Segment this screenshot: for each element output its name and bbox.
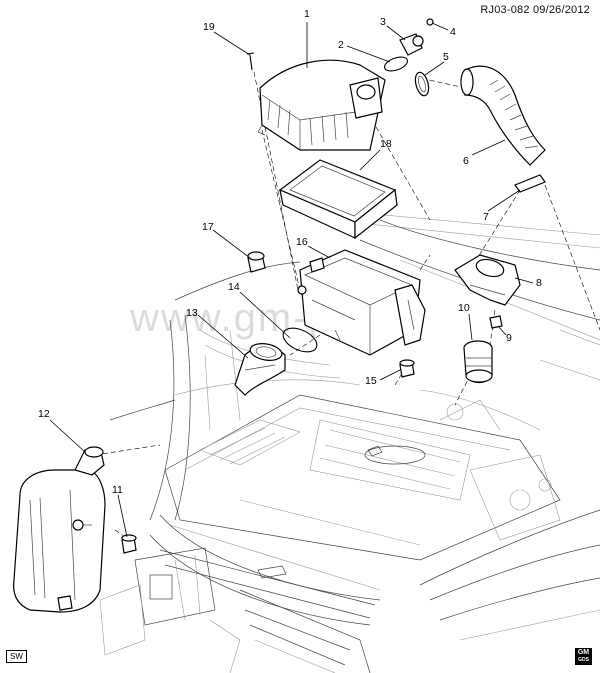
air-cleaner-cover (257, 59, 386, 151)
gm-logo: GM GDS (575, 648, 592, 665)
callout-7: 7 (483, 211, 489, 223)
callout-11: 11 (112, 484, 123, 496)
intake-elbow-13 (234, 343, 286, 396)
callout-19: 19 (203, 21, 215, 33)
inlet-duct-10 (463, 340, 493, 384)
grommet-11 (121, 534, 137, 554)
grommet-15 (399, 359, 415, 378)
air-cleaner-lower-16 (297, 249, 426, 356)
intake-duct-6 (460, 65, 546, 166)
callout-17: 17 (202, 221, 214, 233)
clamp-5 (414, 71, 430, 97)
bolt-4 (426, 18, 434, 26)
callout-13: 13 (186, 307, 198, 319)
gm-logo-bottom: GDS (578, 657, 589, 663)
diagram-reference: RJ03-082 09/26/2012 (480, 4, 590, 16)
gm-logo-top: GM (577, 649, 590, 656)
duct-clip-7 (514, 174, 546, 193)
air-filter-18 (278, 159, 398, 240)
screw-19 (246, 52, 255, 71)
callout-4: 4 (450, 26, 456, 38)
callout-3: 3 (380, 16, 386, 28)
resonator-12 (13, 446, 106, 613)
maf-sensor-3 (399, 33, 424, 56)
callout-1: 1 (304, 8, 310, 20)
callout-16: 16 (296, 236, 308, 248)
callout-5: 5 (443, 51, 449, 63)
callout-10: 10 (458, 302, 470, 314)
vehicle-outline (99, 209, 600, 673)
callout-18: 18 (380, 138, 392, 150)
grommet-9 (489, 315, 503, 329)
callout-6: 6 (463, 155, 469, 167)
sw-badge: SW (6, 650, 27, 663)
callout-8: 8 (536, 277, 542, 289)
callout-14: 14 (228, 281, 240, 293)
callout-labels: 1 2 3 4 5 6 7 8 9 10 11 12 13 14 15 16 1… (38, 8, 542, 496)
callout-15: 15 (365, 375, 377, 387)
grommet-17 (247, 251, 266, 273)
callout-9: 9 (506, 332, 512, 344)
gasket-2 (383, 56, 409, 72)
inlet-bracket-8 (454, 254, 521, 306)
callout-2: 2 (338, 39, 344, 51)
leader-lines (49, 22, 534, 538)
callout-12: 12 (38, 408, 50, 420)
